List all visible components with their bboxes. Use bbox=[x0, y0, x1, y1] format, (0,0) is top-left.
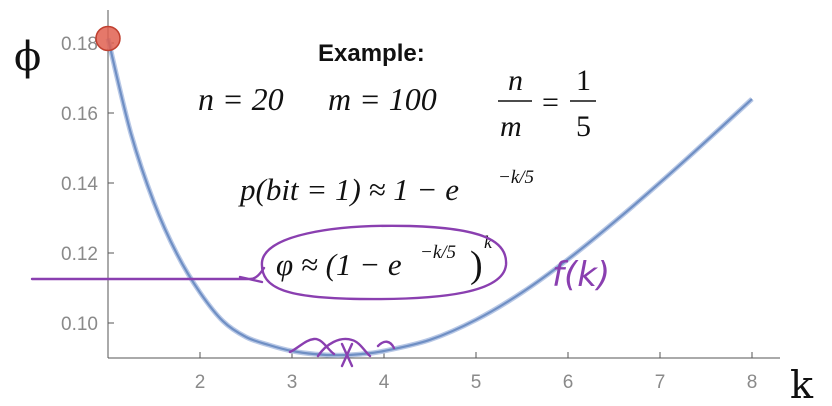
phi-close-paren: ) bbox=[470, 244, 483, 286]
y-tick-label: 0.12 bbox=[61, 244, 98, 265]
x-tick-label: 6 bbox=[563, 372, 574, 393]
series-curve bbox=[106, 38, 753, 357]
phi-formula: φ ≈ (1 − e bbox=[276, 247, 402, 282]
y-tick-label: 0.18 bbox=[61, 34, 98, 55]
y-tick-label: 0.14 bbox=[61, 174, 98, 195]
x-tick-label: 3 bbox=[287, 372, 298, 393]
y-ticks: 0.10 0.12 0.14 0.16 0.18 bbox=[61, 34, 114, 335]
phi-exponent: −k/5 bbox=[420, 242, 456, 263]
ink-handwritten-fk: f(k) bbox=[552, 255, 610, 295]
ink-pointer-line bbox=[30, 266, 266, 284]
prob-formula: p(bit = 1) ≈ 1 − e bbox=[238, 172, 459, 207]
ink-bottom-scribble bbox=[288, 337, 396, 368]
x-tick-label: 5 bbox=[471, 372, 482, 393]
phi-power: k bbox=[484, 232, 493, 252]
x-tick-label: 4 bbox=[379, 372, 390, 393]
ratio-denominator-m: m bbox=[500, 110, 522, 143]
ratio-numerator-1: 1 bbox=[576, 64, 591, 97]
x-tick-label: 8 bbox=[747, 372, 758, 393]
ratio-equals: = bbox=[542, 86, 559, 119]
prob-exponent: −k/5 bbox=[498, 167, 534, 188]
y-tick-label: 0.10 bbox=[61, 314, 98, 335]
x-tick-label: 2 bbox=[195, 372, 206, 393]
ratio-denominator-5: 5 bbox=[576, 110, 591, 143]
ratio-numerator-n: n bbox=[508, 64, 523, 97]
x-tick-label: 7 bbox=[655, 372, 666, 393]
highlight-point bbox=[95, 25, 121, 52]
x-axis-title: k bbox=[790, 363, 814, 406]
y-tick-label: 0.16 bbox=[61, 104, 98, 125]
ink-ellipse bbox=[260, 224, 508, 301]
param-m: m = 100 bbox=[328, 81, 437, 117]
param-n: n = 20 bbox=[198, 81, 284, 117]
x-ticks: 2 3 4 5 6 7 8 bbox=[195, 352, 758, 393]
y-axis-title: ϕ bbox=[14, 34, 41, 80]
example-title: Example: bbox=[318, 40, 425, 67]
